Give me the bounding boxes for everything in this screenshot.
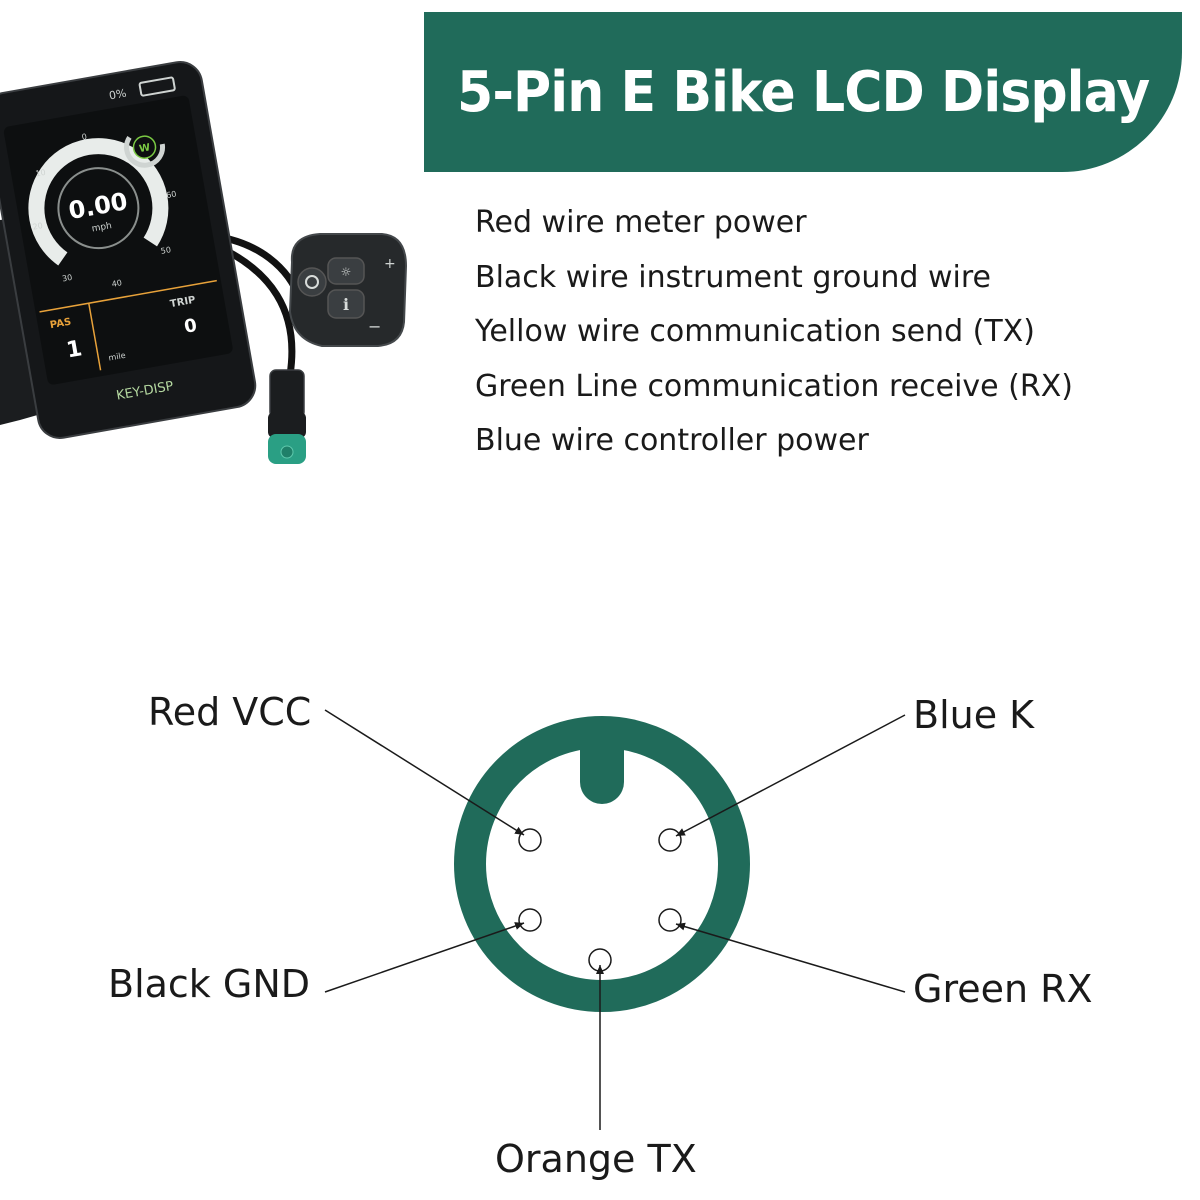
power-icon — [305, 275, 319, 289]
gauge-tick-0: 0 — [81, 132, 88, 142]
label-red-vcc: Red VCC — [148, 690, 312, 734]
wire-description-list: Red wire meter power Black wire instrume… — [475, 196, 1073, 469]
power-label: W — [138, 142, 151, 155]
label-orange-tx: Orange TX — [495, 1137, 697, 1181]
light-button[interactable] — [327, 257, 365, 285]
label-green-rx: Green RX — [913, 967, 1093, 1011]
trip-label: TRIP — [169, 295, 196, 310]
connector-key-notch — [580, 746, 624, 804]
product-illustration: 0% 0.00 mph 0 10 20 30 40 50 60 W PAS 1 … — [0, 61, 408, 464]
minus-button[interactable]: − — [368, 317, 381, 336]
leader-blue-k — [675, 714, 906, 837]
gauge-tick-20: 20 — [32, 221, 44, 232]
info-button[interactable] — [327, 289, 365, 319]
pin-red-vcc — [518, 828, 542, 852]
title-banner: 5-Pin E Bike LCD Display — [424, 12, 1182, 172]
headlight-icon: ☼ — [341, 265, 352, 279]
handlebar-remote: ☼ i + − — [288, 233, 408, 347]
pin-blue-k — [658, 828, 682, 852]
power-button[interactable] — [297, 267, 327, 297]
gauge-tick-40: 40 — [111, 278, 123, 289]
label-black-gnd: Black GND — [108, 962, 311, 1006]
wire-description-yellow: Yellow wire communication send (TX) — [475, 314, 1035, 349]
speed-gauge-arc — [28, 138, 169, 279]
pas-label: PAS — [49, 317, 72, 332]
label-blue-k: Blue K — [913, 693, 1035, 737]
wire-description-red: Red wire meter power — [475, 205, 807, 240]
wire-description-green: Green Line communication receive (RX) — [475, 368, 1073, 404]
leader-red-vcc — [324, 709, 525, 836]
gauge-tick-10: 10 — [35, 168, 47, 179]
pinout-diagram — [324, 709, 906, 1130]
battery-percent: 0% — [108, 87, 127, 103]
speed-unit: mph — [91, 221, 113, 234]
pin-green-rx — [658, 908, 682, 932]
pas-value: 1 — [65, 336, 84, 363]
leader-black-gnd — [324, 922, 525, 993]
gauge-tick-60: 60 — [165, 189, 177, 200]
gauge-tick-30: 30 — [61, 273, 73, 284]
connector-ring — [454, 716, 750, 1012]
plus-button[interactable]: + — [384, 256, 396, 272]
trip-value: 0 — [183, 315, 199, 338]
info-icon: i — [343, 295, 349, 314]
page-title: 5-Pin E Bike LCD Display — [456, 59, 1150, 125]
trip-unit: mile — [108, 351, 127, 363]
wire-description-blue: Blue wire controller power — [475, 423, 869, 458]
power-gauge-arc — [124, 126, 166, 168]
lcd-display: 0% 0.00 mph 0 10 20 30 40 50 60 W PAS 1 … — [0, 61, 257, 439]
leader-green-rx — [675, 922, 906, 993]
pin-black-gnd — [518, 908, 542, 932]
gauge-tick-50: 50 — [160, 245, 172, 256]
connector-plug — [268, 369, 306, 464]
battery-icon — [138, 76, 176, 97]
wire-description-black: Black wire instrument ground wire — [475, 259, 992, 295]
